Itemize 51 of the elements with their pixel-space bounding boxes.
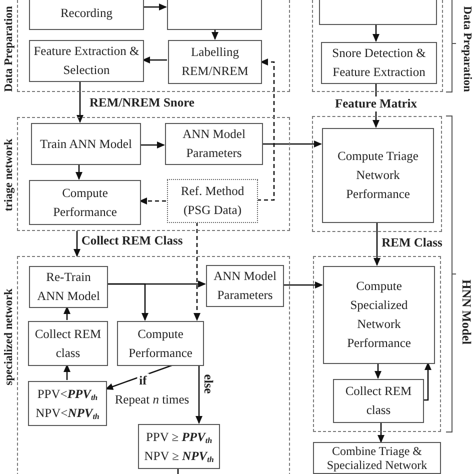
arrow [76,164,82,180]
process-box: ANN Model Parameters [206,265,284,307]
process-box: Combine Triage & Specialized Network [313,442,441,474]
process-box: Compute Performance [117,321,204,366]
group-label: triage network [2,138,16,212]
arrow [374,222,380,266]
dashed-group-box [312,116,442,232]
process-box: Labelling REM/NREM [168,40,262,84]
group-label: specialized network [2,288,16,386]
arrow [74,231,80,257]
reference-box: Ref. Method (PSG Data) [167,179,258,223]
process-box: Compute Performance [29,180,141,225]
arrow [212,29,218,40]
process-box: Train ANN Model [31,123,141,165]
side-label: HNN Model [458,280,474,344]
process-box: ANN Model Parameters [165,123,263,165]
arrow [372,24,380,42]
process-box: Snore Detection & Feature Extraction [321,42,437,84]
arrow [140,142,165,148]
group-label: Data Preparation [2,6,16,92]
process-box: PPV<PPV$_{th}$ NPV<NPV$_{th}$ [28,381,107,426]
arrow [196,365,202,424]
process-box: Feature Extraction & Selection [29,40,144,82]
arrow [64,306,70,320]
process-box: Collect REM class [28,321,108,366]
process-box: PPV ≥ PPV$_{th}$ NPV ≥ NPV$_{th}$ [138,424,220,469]
arrow [194,222,200,321]
arrow [423,362,432,401]
loop-note: Repeat n times [114,392,190,408]
process-box: Collect REM class [333,379,424,423]
arrow [64,364,70,380]
arrow [257,58,275,201]
process-box: Compute Triage Network Performance [322,128,434,223]
arrow [374,363,382,379]
arrow [76,81,84,123]
empty-box [167,0,262,30]
process-box: Recording [29,0,144,30]
arrow [139,198,166,204]
arrow [142,56,167,64]
arrow [107,283,148,321]
process-box: Re-Train ANN Model [29,266,108,308]
group-label: Data Preparation [460,6,474,92]
empty-box [319,0,437,25]
process-box: Compute Specialized Network Performance [323,266,435,364]
arrow [143,4,167,10]
dashed-group-box [313,256,441,432]
arrow [378,422,384,443]
edge-label: Feature Matrix [332,96,420,112]
arrow [283,282,323,288]
arrow [262,140,322,148]
arrow [105,364,174,390]
